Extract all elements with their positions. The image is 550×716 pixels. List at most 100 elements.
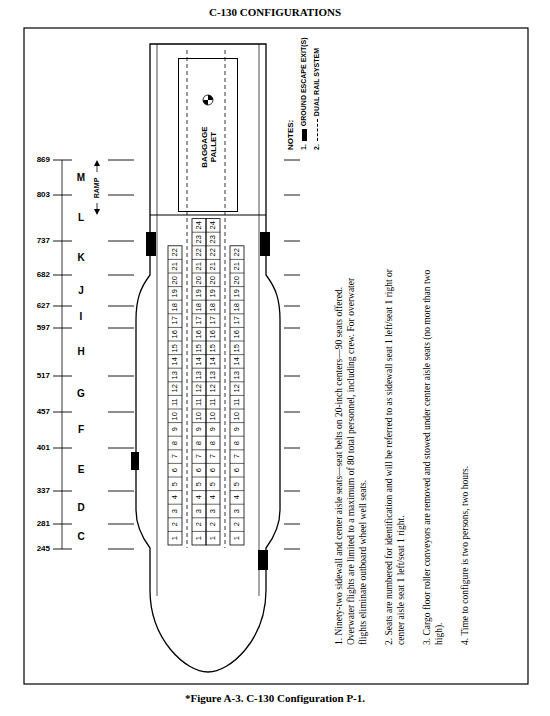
station-tick: [284, 491, 300, 492]
station-tick: [284, 448, 300, 449]
zone-letter: D: [74, 502, 88, 514]
seat-number: 9: [230, 423, 244, 437]
seat-divider: [206, 245, 220, 246]
zone-letter: I: [74, 311, 88, 323]
seat-number: 3: [168, 504, 182, 518]
station-tick: [284, 376, 300, 377]
escape-exit: [146, 232, 156, 256]
seat-number: 16: [192, 327, 206, 341]
seat-divider: [206, 341, 220, 342]
seat-number: 4: [168, 491, 182, 505]
note-number: 2.: [313, 144, 320, 150]
seat-divider: [192, 490, 206, 491]
station-tick: [108, 412, 134, 413]
station-tick: [284, 412, 300, 413]
seat-divider: [206, 477, 220, 478]
seat-number: 15: [206, 341, 220, 355]
seat-number: 17: [230, 314, 244, 328]
seat-number: 21: [206, 259, 220, 273]
dual-rail: [225, 50, 226, 548]
seat-divider: [168, 259, 182, 260]
seat-divider: [230, 395, 244, 396]
seat-number: 12: [206, 382, 220, 396]
seat-divider: [168, 477, 182, 478]
dual-rail: [187, 50, 188, 548]
station-tick: [53, 412, 72, 413]
seat-number: 21: [192, 259, 206, 273]
seat-number: 7: [230, 450, 244, 464]
seat-number: 5: [230, 477, 244, 491]
seat-divider: [192, 504, 206, 505]
seat-divider: [230, 436, 244, 437]
seat-divider: [230, 259, 244, 260]
seat-divider: [168, 463, 182, 464]
seat-number: 14: [206, 355, 220, 369]
zone-letter: E: [74, 464, 88, 476]
seat-number: 6: [230, 463, 244, 477]
seat-divider: [206, 504, 220, 505]
seat-number: 21: [230, 259, 244, 273]
seat-number: 1: [168, 531, 182, 545]
seat-divider: [168, 368, 182, 369]
seat-number: 15: [192, 341, 206, 355]
seat-divider: [192, 409, 206, 410]
seat-number: 9: [168, 423, 182, 437]
seat-strip: [206, 219, 220, 545]
seat-number: 2: [168, 518, 182, 532]
seat-divider: [192, 436, 206, 437]
seat-divider: [192, 531, 206, 532]
seat-divider: [192, 395, 206, 396]
seat-divider: [192, 354, 206, 355]
seat-divider: [168, 517, 182, 518]
seat-number: 12: [192, 382, 206, 396]
seat-divider: [206, 232, 220, 233]
seat-number: 3: [230, 504, 244, 518]
legend-row: 1.GROUND ESCAPE EXIT(S): [298, 32, 309, 150]
station-tick: [53, 549, 72, 550]
seat-divider: [230, 313, 244, 314]
seat-divider: [230, 504, 244, 505]
seat-divider: [192, 368, 206, 369]
seat-divider: [168, 327, 182, 328]
seat-number: 10: [192, 409, 206, 423]
seat-number: 18: [192, 300, 206, 314]
seat-number: 5: [168, 477, 182, 491]
seat-number: 17: [168, 314, 182, 328]
zone-letter: L: [74, 212, 88, 224]
seat-divider: [230, 286, 244, 287]
seat-divider: [230, 327, 244, 328]
seat-divider: [192, 341, 206, 342]
seat-divider: [192, 422, 206, 423]
escape-exit: [258, 550, 268, 570]
station-tick: [284, 328, 300, 329]
seat-divider: [230, 368, 244, 369]
station-tick: [108, 376, 134, 377]
seat-divider: [168, 341, 182, 342]
escape-exit: [131, 452, 139, 470]
seat-divider: [206, 531, 220, 532]
seat-divider: [230, 422, 244, 423]
seat-divider: [168, 490, 182, 491]
seat-divider: [206, 517, 220, 518]
cg-symbol: [203, 95, 213, 105]
legend-text: DUAL RAIL SYSTEM: [313, 48, 320, 116]
seat-number: 13: [168, 368, 182, 382]
station-tick: [284, 195, 300, 196]
seat-number: 8: [230, 436, 244, 450]
seat-divider: [206, 259, 220, 260]
figure-title: C-130 CONFIGURATIONS: [0, 6, 550, 18]
seat-divider: [206, 381, 220, 382]
station-number: 737: [27, 236, 50, 246]
station-tick: [284, 524, 300, 525]
station-tick: [284, 275, 300, 276]
seat-divider: [230, 273, 244, 274]
seat-divider: [230, 354, 244, 355]
station-tick: [53, 491, 72, 492]
seat-divider: [168, 313, 182, 314]
seat-divider: [168, 409, 182, 410]
seat-divider: [192, 259, 206, 260]
station-tick: [108, 491, 134, 492]
seat-number: 14: [168, 355, 182, 369]
seat-number: 5: [192, 477, 206, 491]
legend-row: 2. DUAL RAIL SYSTEM: [311, 32, 322, 150]
